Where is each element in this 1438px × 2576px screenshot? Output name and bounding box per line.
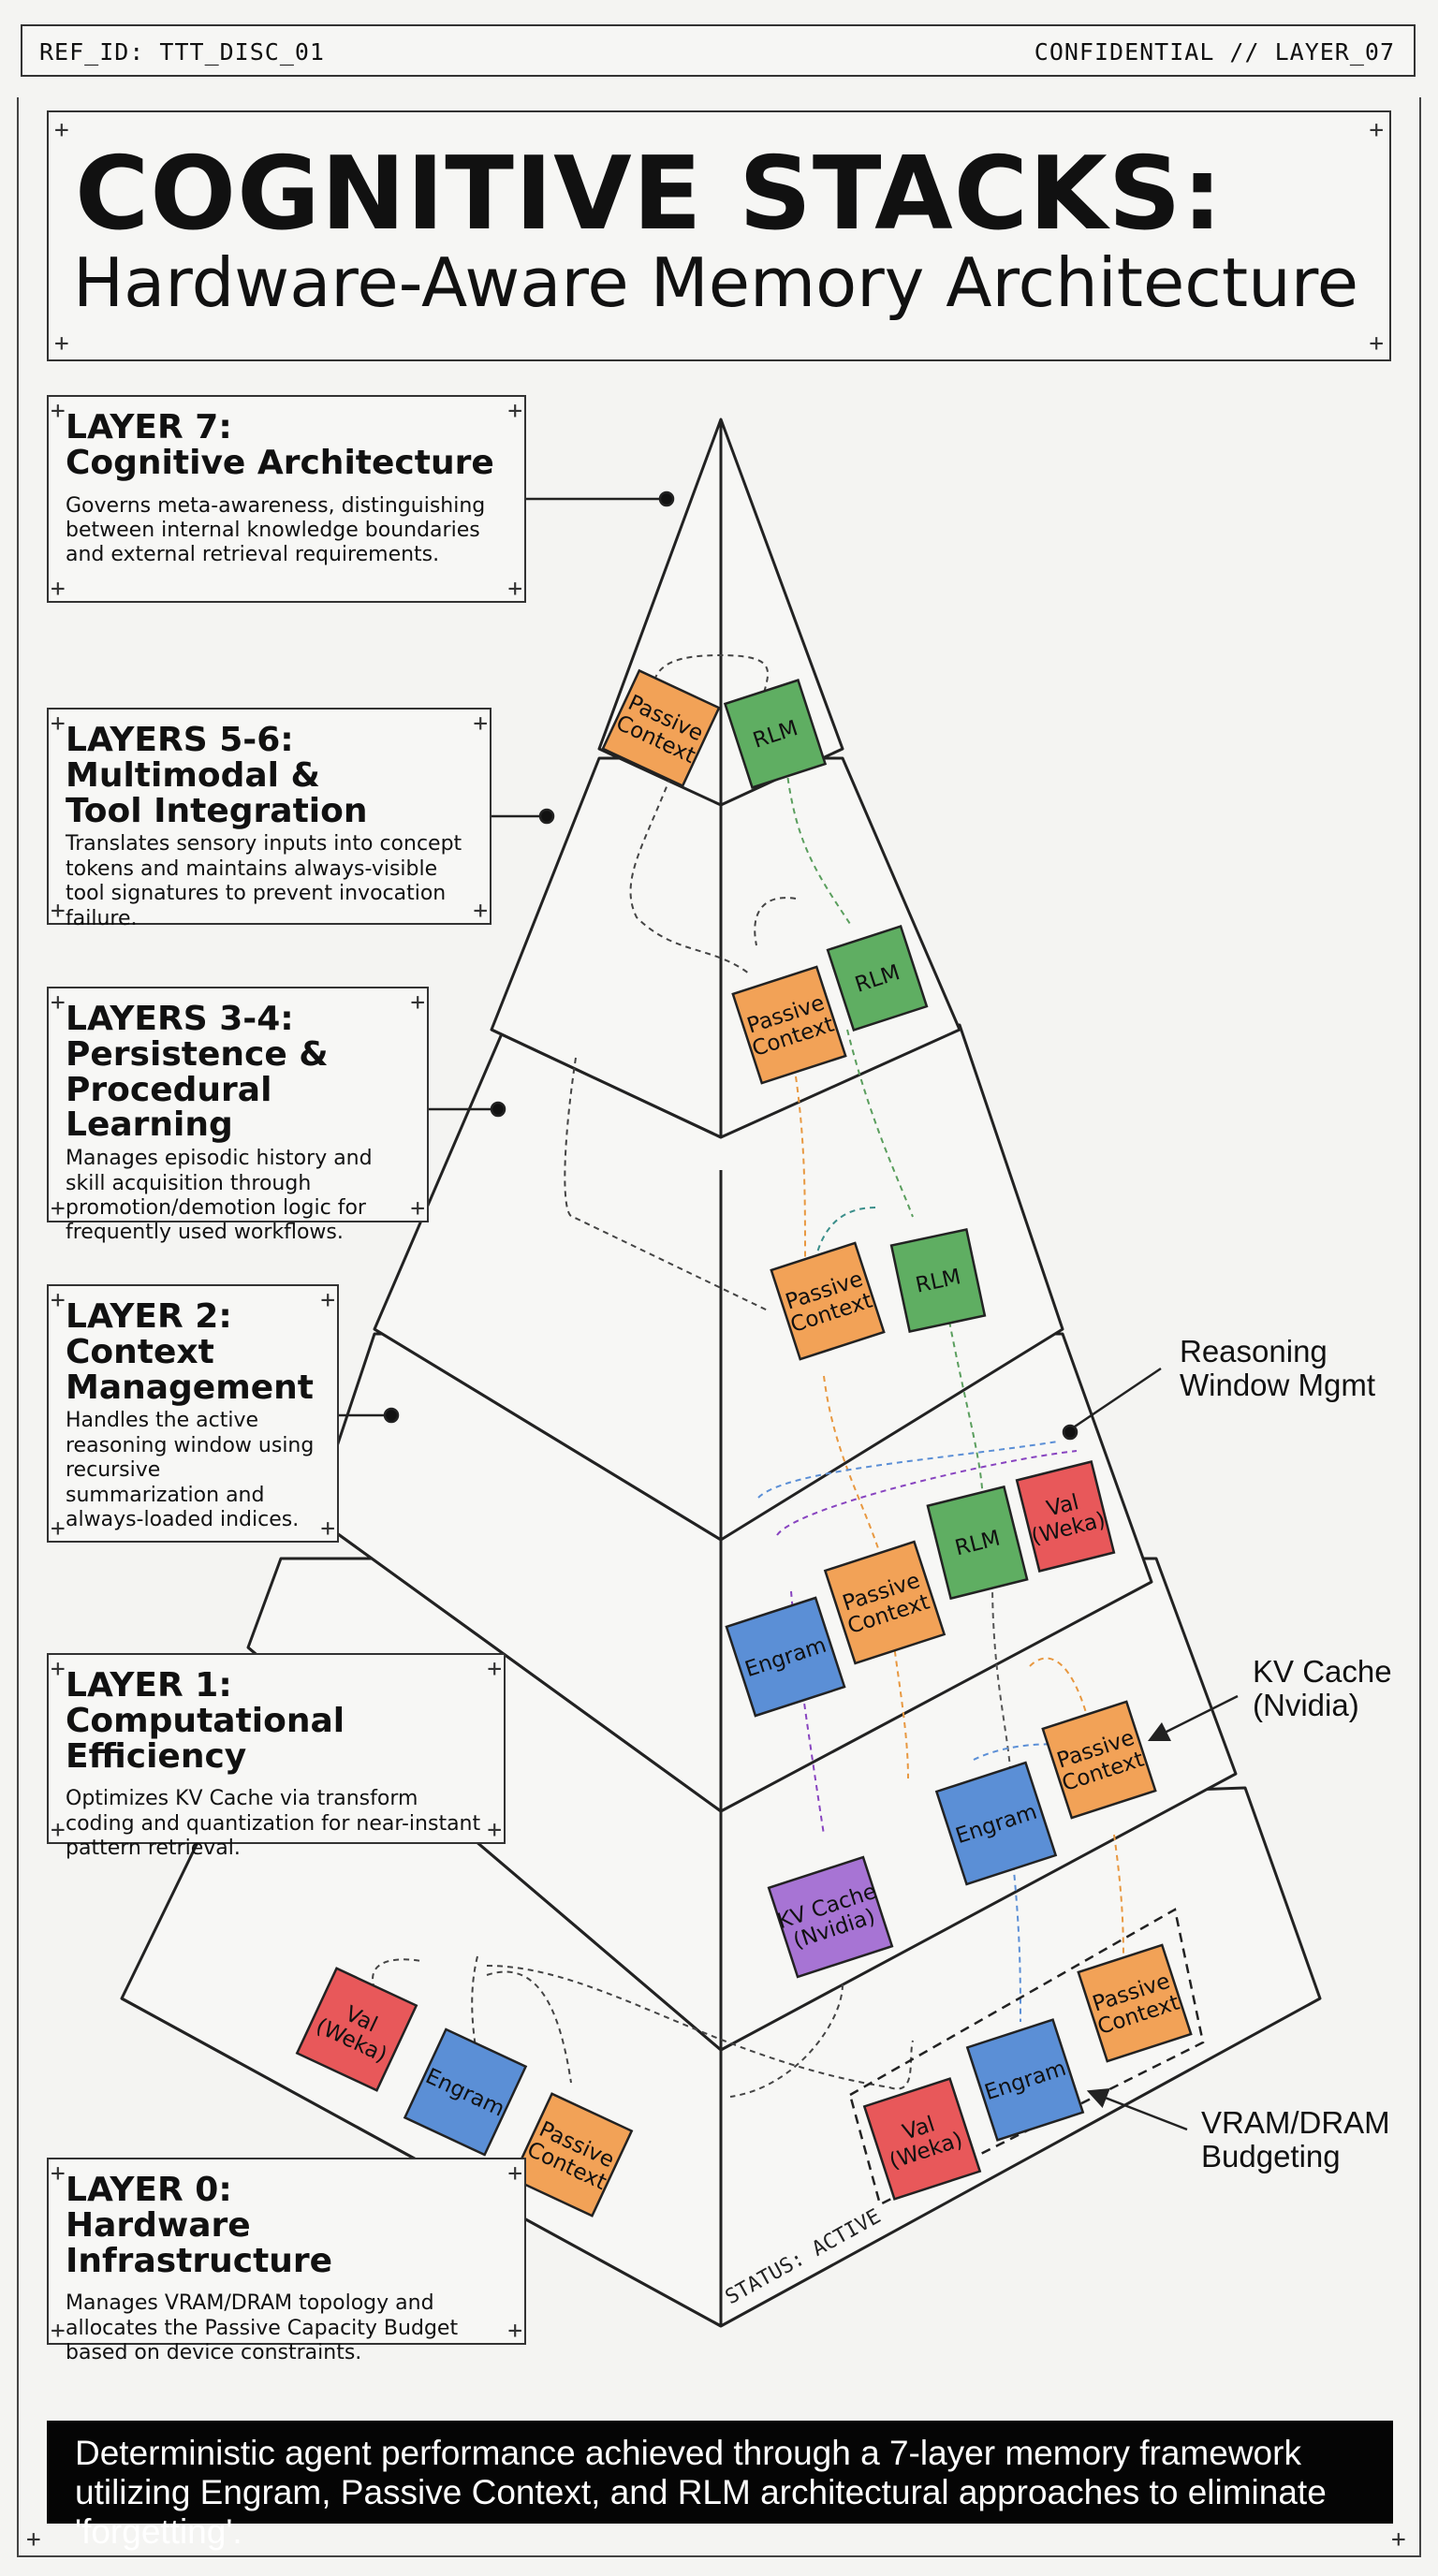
- layer-0-box: LAYER 0: Hardware Infrastructure Manages…: [47, 2158, 526, 2345]
- corner-plus-icon: +: [320, 1516, 335, 1541]
- corner-plus-icon: +: [51, 1288, 66, 1312]
- chip-rlm: RLM: [891, 1230, 985, 1332]
- corner-plus-icon: +: [51, 711, 66, 736]
- corner-plus-icon: +: [51, 2161, 66, 2186]
- corner-plus-icon: +: [507, 2161, 522, 2186]
- layer-7-description: Governs meta-awareness, distinguishing b…: [66, 494, 507, 568]
- callout-kv-cache: KV Cache (Nvidia): [1253, 1655, 1392, 1721]
- corner-plus-icon: +: [507, 2319, 522, 2343]
- corner-plus-icon: +: [487, 1818, 502, 1842]
- corner-plus-icon: +: [320, 1288, 335, 1312]
- corner-plus-icon: +: [410, 1196, 425, 1221]
- leader-dot-icon: [385, 1409, 398, 1422]
- corner-plus-icon: +: [507, 577, 522, 601]
- corner-plus-icon: +: [473, 899, 488, 923]
- layer-7-box: LAYER 7: Cognitive Architecture Governs …: [47, 395, 526, 603]
- footer-banner: Deterministic agent performance achieved…: [47, 2421, 1393, 2524]
- corner-plus-icon: +: [410, 990, 425, 1015]
- layer-1-box: LAYER 1: Computational Efficiency Optimi…: [47, 1653, 506, 1844]
- layer-2-title: LAYER 2: Context Management: [66, 1299, 320, 1405]
- layer-3-4-title: LAYERS 3-4: Persistence & Procedural Lea…: [66, 1002, 410, 1143]
- layer-1-title: LAYER 1: Computational Efficiency: [66, 1668, 487, 1774]
- corner-plus-icon: +: [51, 990, 66, 1015]
- corner-plus-icon: +: [51, 1818, 66, 1842]
- corner-plus-icon: +: [51, 399, 66, 423]
- corner-plus-icon: +: [51, 577, 66, 601]
- corner-plus-icon: +: [51, 1196, 66, 1221]
- layer-5-6-description: Translates sensory inputs into concept t…: [66, 832, 473, 931]
- layer-0-description: Manages VRAM/DRAM topology and allocates…: [66, 2291, 507, 2365]
- callout-vram-budgeting: VRAM/DRAM Budgeting: [1201, 2106, 1390, 2173]
- layer-3-4-description: Manages episodic history and skill acqui…: [66, 1147, 410, 1246]
- layer-5-6-title: LAYERS 5-6: Multimodal & Tool Integratio…: [66, 723, 473, 828]
- corner-plus-icon: +: [473, 711, 488, 736]
- layer-0-title: LAYER 0: Hardware Infrastructure: [66, 2173, 507, 2278]
- layer-3-4-box: LAYERS 3-4: Persistence & Procedural Lea…: [47, 987, 429, 1222]
- corner-plus-icon: +: [487, 1657, 502, 1681]
- corner-plus-icon: +: [51, 1657, 66, 1681]
- corner-plus-icon: +: [51, 899, 66, 923]
- leader-dot-icon: [1064, 1426, 1077, 1439]
- corner-plus-icon: +: [51, 1516, 66, 1541]
- layer-2-box: LAYER 2: Context Management Handles the …: [47, 1284, 339, 1543]
- leader-dot-icon: [540, 810, 553, 823]
- layer-1-description: Optimizes KV Cache via transform coding …: [66, 1787, 487, 1861]
- corner-plus-icon: +: [26, 2527, 41, 2552]
- layer-2-description: Handles the active reasoning window usin…: [66, 1409, 320, 1532]
- callout-reasoning-window: Reasoning Window Mgmt: [1180, 1335, 1375, 1401]
- layer-5-6-box: LAYERS 5-6: Multimodal & Tool Integratio…: [47, 708, 492, 925]
- leader-dot-icon: [492, 1103, 505, 1116]
- corner-plus-icon: +: [1391, 2527, 1406, 2552]
- leader-dot-icon: [660, 492, 673, 505]
- corner-plus-icon: +: [507, 399, 522, 423]
- layer-7-title: LAYER 7: Cognitive Architecture: [66, 410, 507, 481]
- corner-plus-icon: +: [51, 2319, 66, 2343]
